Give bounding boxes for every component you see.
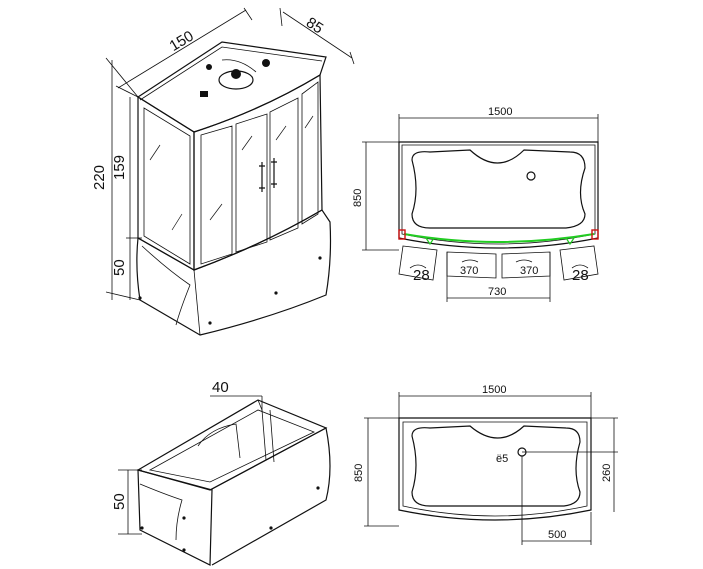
tub-front-apron [209, 427, 331, 566]
dim-ext [115, 85, 139, 98]
dim-label-plan-length: 1500 [488, 106, 512, 118]
shower-head-icon [231, 69, 241, 79]
cabin-roof-edge [139, 46, 323, 101]
tub-foot [182, 548, 186, 552]
dim-label-drain-y: 260 [601, 464, 613, 482]
glass-reflection [304, 115, 314, 129]
cabin-plan-view: 1500 850 28 370 370 28 730 [352, 106, 599, 302]
dim-line-width [117, 9, 247, 89]
cabin-3d-view: 150 85 220 159 50 [91, 7, 355, 336]
tub-foot [316, 486, 320, 490]
tray-foot [274, 291, 278, 295]
glass-reflection [149, 144, 161, 161]
corner-detail-left [398, 245, 438, 281]
corner-detail-right [559, 245, 599, 281]
roof-pipe [221, 59, 257, 73]
tray-foot [138, 296, 142, 300]
plan-basin [411, 149, 586, 229]
plan-drain-icon [526, 171, 536, 181]
dim-label-tub-length: 1500 [482, 384, 506, 396]
dim-ext [279, 7, 283, 27]
corner-arc-right [571, 264, 589, 269]
roof-light-icon [200, 91, 208, 97]
dim-label-corner-left: 28 [413, 267, 430, 284]
cabin-front [193, 73, 323, 271]
dim-label-door-right: 370 [520, 265, 538, 277]
door-handle-right-icon [271, 158, 277, 188]
plan-corner-post-left [398, 229, 406, 240]
tub-corner-edge [261, 409, 275, 463]
dim-ext [349, 51, 355, 65]
dim-ext [243, 7, 253, 21]
dim-label-depth: 85 [303, 14, 326, 37]
plan-roller-icon [565, 237, 575, 246]
dim-label-drain-x: 500 [548, 529, 566, 541]
cabin-bath-tray [136, 209, 332, 336]
tub-backrest [197, 423, 241, 459]
glass-reflection [241, 135, 253, 151]
tub-foot [269, 526, 273, 530]
plan-glass-line [403, 233, 595, 243]
cabin-door-left [235, 113, 268, 253]
tub-apron-curve [139, 483, 183, 541]
door-arc-left [461, 259, 479, 263]
dim-line-depth [282, 11, 353, 59]
tub-plan-inner [402, 421, 588, 517]
dim-label-corner-right: 28 [572, 267, 589, 284]
tray-corner-line [193, 269, 201, 336]
plan-inner-outline [401, 144, 596, 245]
door-handle-left-icon [259, 162, 265, 192]
tub-drain-code: ë5 [496, 453, 508, 465]
roof-fan-icon [206, 64, 212, 70]
glass-reflection [171, 213, 183, 231]
glass-reflection [275, 125, 287, 141]
dim-label-tub-depth: 40 [212, 379, 229, 396]
tub-plan-outline [398, 417, 592, 521]
plan-roller-icon [425, 237, 435, 246]
cabin-left-panel [137, 95, 195, 272]
tub-foot [182, 516, 186, 520]
dim-label-height: 220 [91, 165, 108, 190]
door-arc-right [515, 259, 533, 263]
tub-left-apron [137, 469, 213, 566]
dim-label-tub-height: 50 [111, 493, 128, 510]
tub-3d-view: 40 50 [111, 379, 331, 566]
cabin-front-glass-1 [200, 125, 233, 265]
glass-reflection [209, 203, 223, 221]
dim-label-door-left: 370 [460, 265, 478, 277]
corner-arc-left [409, 264, 427, 269]
tub-rim-inner [148, 409, 315, 483]
tub-foot [140, 526, 144, 530]
tub-rim [136, 399, 328, 491]
dim-ext [105, 57, 139, 98]
dim-label-tray: 50 [111, 259, 128, 276]
tub-plan-view: ë5 1500 850 260 500 [353, 384, 618, 545]
dim-label-tub-width: 850 [353, 464, 365, 482]
dim-label-upper: 159 [111, 155, 128, 180]
plan-corner-post-right [591, 229, 599, 240]
dim-label-plan-width: 850 [352, 189, 364, 207]
cabin-front-glass-2 [301, 81, 319, 225]
dim-label-opening: 730 [488, 286, 506, 298]
dim-ext [105, 291, 141, 301]
plan-outline [398, 141, 599, 249]
tub-plan-basin [411, 425, 581, 507]
cabin-left-glass [143, 107, 191, 265]
tray-foot [318, 256, 322, 260]
tray-foot [208, 321, 212, 325]
dim-label-width: 150 [167, 28, 197, 55]
cabin-door-right [269, 97, 299, 241]
roof-speaker-icon [262, 59, 270, 67]
tray-curve [141, 245, 191, 326]
tub-corner [257, 399, 263, 411]
